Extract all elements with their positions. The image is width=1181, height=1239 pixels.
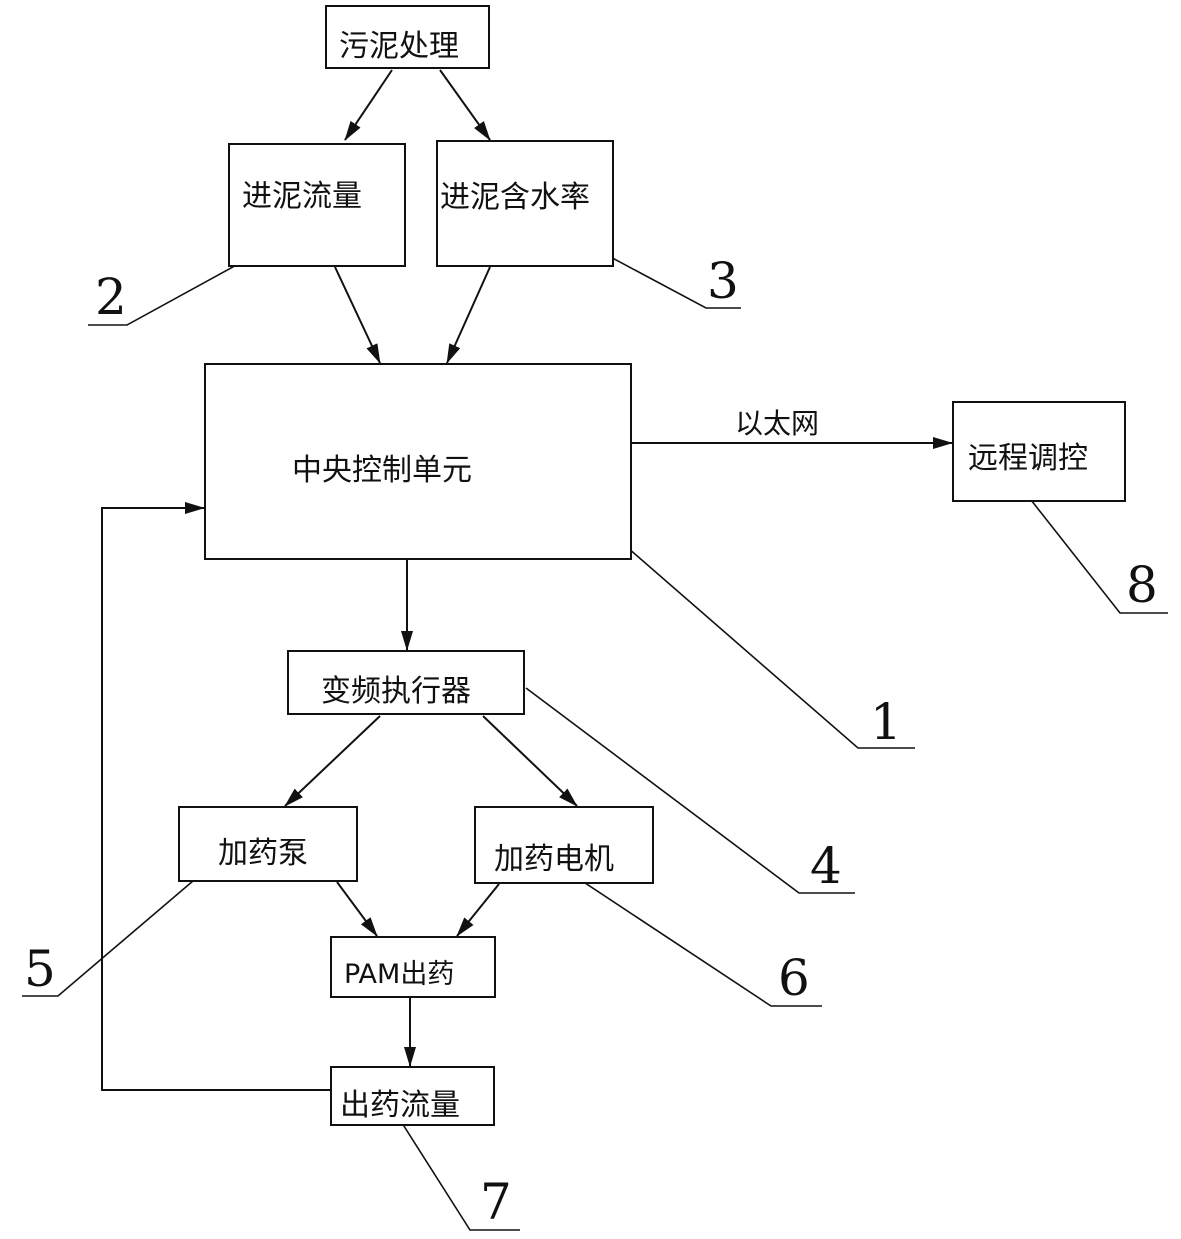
node-pam-output: PAM出药 xyxy=(330,936,496,998)
callout-6: 6 xyxy=(778,949,810,1007)
leader-2 xyxy=(88,250,263,326)
node-remote-control-label: 远程调控 xyxy=(968,441,1088,476)
arrow-inflow-to-central xyxy=(334,266,381,364)
arrow-treatment-to-inflow xyxy=(344,69,393,141)
node-dosing-motor: 加药电机 xyxy=(474,806,654,884)
callout-7: 7 xyxy=(480,1173,512,1231)
node-sludge-moisture: 进泥含水率 xyxy=(436,140,614,267)
node-dosing-pump: 加药泵 xyxy=(178,806,358,882)
node-remote-control: 远程调控 xyxy=(952,401,1126,502)
arrow-moisture-to-central xyxy=(446,266,491,364)
arrow-motor-to-pam xyxy=(456,883,500,937)
leader-8 xyxy=(1019,485,1168,614)
callout-5: 5 xyxy=(24,940,56,998)
arrow-treatment-to-moisture xyxy=(439,69,491,141)
callout-8: 8 xyxy=(1126,556,1158,614)
callout-1: 1 xyxy=(870,693,902,751)
node-central-control-label: 中央控制单元 xyxy=(292,453,472,488)
node-dosing-pump-label: 加药泵 xyxy=(218,836,308,871)
feedback-loop-line xyxy=(101,502,330,1091)
leader-6 xyxy=(569,872,822,1007)
arrow-pump-to-pam xyxy=(336,881,378,937)
node-sludge-treatment: 污泥处理 xyxy=(325,5,490,69)
node-sludge-moisture-label: 进泥含水率 xyxy=(440,180,590,215)
node-central-control: 中央控制单元 xyxy=(204,363,632,560)
node-vfd-actuator: 变频执行器 xyxy=(287,650,525,715)
edge-label-ethernet: 以太网 xyxy=(735,407,820,440)
node-dosing-motor-label: 加药电机 xyxy=(494,842,614,877)
callout-4: 4 xyxy=(810,837,842,895)
node-sludge-inflow-label: 进泥流量 xyxy=(242,179,362,214)
callout-leaders xyxy=(22,237,1168,1231)
node-sludge-treatment-label: 污泥处理 xyxy=(339,29,459,64)
leader-7 xyxy=(401,1122,520,1231)
leader-5 xyxy=(22,874,201,997)
node-sludge-inflow: 进泥流量 xyxy=(228,143,406,267)
leader-3 xyxy=(574,237,741,309)
callout-2: 2 xyxy=(95,268,127,326)
node-vfd-actuator-label: 变频执行器 xyxy=(321,674,471,709)
leader-4 xyxy=(525,687,855,894)
node-dosing-flow-label: 出药流量 xyxy=(340,1088,460,1123)
arrow-vfd-to-motor xyxy=(482,715,578,807)
leader-1 xyxy=(581,507,915,749)
node-pam-output-label: PAM出药 xyxy=(344,959,455,990)
callout-3: 3 xyxy=(707,252,739,310)
arrow-vfd-to-pump xyxy=(284,715,381,807)
node-dosing-flow: 出药流量 xyxy=(330,1066,495,1126)
